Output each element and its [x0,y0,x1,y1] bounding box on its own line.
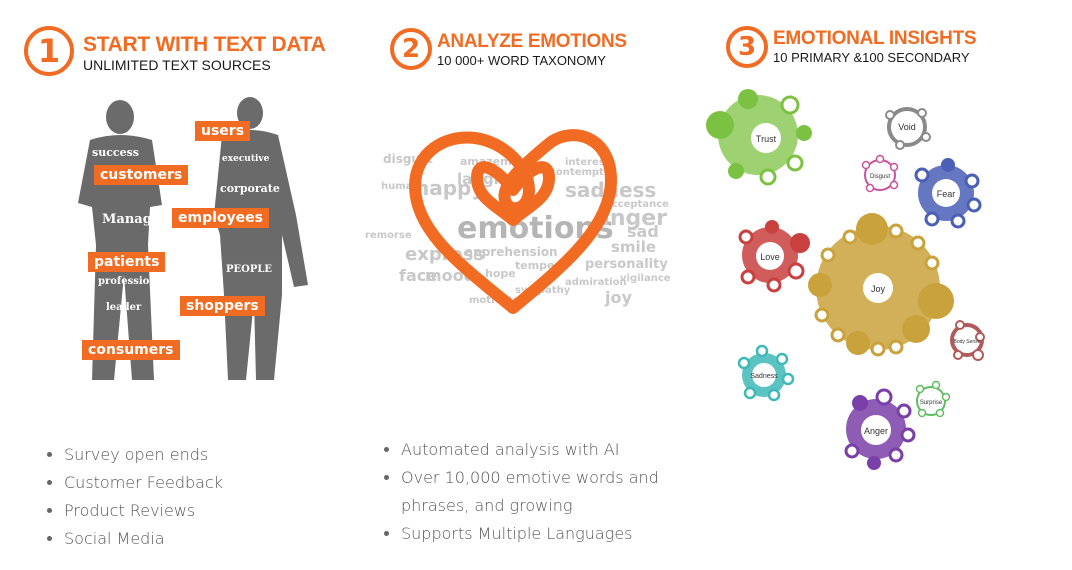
emotion-bubble-sadness: Sadness [737,344,795,402]
source-tag-patients: patients [88,252,166,272]
step-3-title: EMOTIONAL INSIGHTS [773,28,977,49]
list-item: Social Media [64,525,364,553]
emotion-label-love: Love [760,252,780,262]
figure-word: professional [98,276,167,287]
cloud-word: anger [595,206,668,231]
emotion-label-trust: Trust [756,134,777,144]
cloud-word: remorse [365,230,412,241]
text-sources-list: Survey open ends Customer Feedback Produ… [44,441,364,553]
step-2-subtitle: 10 000+ WORD TAXONOMY [437,53,606,68]
cloud-word: motivate [469,295,520,306]
step-1-title: START WITH TEXT DATA [83,33,326,56]
emotion-label-body-sense: Body Sense [954,339,981,345]
emotion-bubble-body-sense: Body Sense [950,320,985,361]
emotion-bubble-love: Love [738,220,810,293]
cloud-word: sad [627,222,659,241]
emotion-label-sadness: Sadness [750,373,778,380]
cloud-word: vigilance [620,273,671,284]
cloud-word: amazement [460,155,533,168]
figure-word: corporate [220,182,280,195]
cloud-word: hope [485,267,516,280]
emotion-label-surprise: Surprise [920,400,943,406]
cloud-word: human [381,181,420,192]
list-item: Automated analysis with AI [401,436,661,464]
source-tag-customers: customers [94,165,189,185]
cloud-word: smile [611,238,657,256]
step-2-title: ANALYZE EMOTIONS [437,31,627,52]
word-figures-illustration: success Management corporate professiona… [50,95,320,385]
analysis-features-list: Automated analysis with AI Over 10,000 e… [381,436,661,548]
step-3-subtitle: 10 PRIMARY &100 SECONDARY [773,50,970,65]
cloud-word: admiration [565,277,627,288]
emotion-label-disgust: Disgust [870,174,890,180]
emotion-label-void: Void [898,122,916,132]
cloud-word: contempt [550,167,604,178]
cloud-word: face [399,266,438,285]
step-2-number-badge: 2 [390,28,432,70]
figure-word: success [92,146,139,159]
cloud-word: apprehension [465,245,558,259]
emotion-label-fear: Fear [937,189,956,199]
emotion-bubble-disgust: Disgust [861,154,899,193]
step-1-number-badge: 1 [24,26,74,76]
emotion-label-joy: Joy [871,284,886,294]
list-item: Survey open ends [64,441,364,469]
emotion-bubbles-diagram: Trust Void Disgust Fear [706,89,985,470]
heart-infinity-icon [409,129,617,314]
figure-word: leader [106,302,142,313]
figure-word: executive [222,154,270,164]
source-tag-employees: employees [172,208,269,228]
list-item: Product Reviews [64,497,364,525]
list-item: Customer Feedback [64,469,364,497]
cloud-word: happy [415,176,485,200]
cloud-word: temper [515,259,560,272]
emotion-word-cloud: amazement laugh happy emotions sadness a… [365,128,671,313]
emotion-label-anger: Anger [864,426,888,436]
emotion-bubble-void: Void [885,107,931,150]
emotion-bubble-fear: Fear [914,158,982,229]
step-3-number-badge: 3 [726,26,768,68]
list-item: Supports Multiple Languages [401,520,661,548]
list-item: Over 10,000 emotive words and phrases, a… [401,464,661,520]
step-1-subtitle: UNLIMITED TEXT SOURCES [83,57,271,73]
source-tag-shoppers: shoppers [180,296,265,316]
emotion-bubble-surprise: Surprise [915,380,951,418]
cloud-word: personality [585,257,668,272]
emotion-bubble-joy: Joy [808,213,954,357]
emotion-bubble-trust: Trust [706,89,812,186]
cloud-word: joy [605,288,632,307]
source-tag-users: users [195,121,251,141]
emotion-bubble-anger: Anger [844,388,916,470]
figure-word: PEOPLE [226,264,273,275]
source-tag-consumers: consumers [82,340,180,360]
cloud-word: interest [565,157,610,168]
cloud-word: acceptance [605,199,669,210]
